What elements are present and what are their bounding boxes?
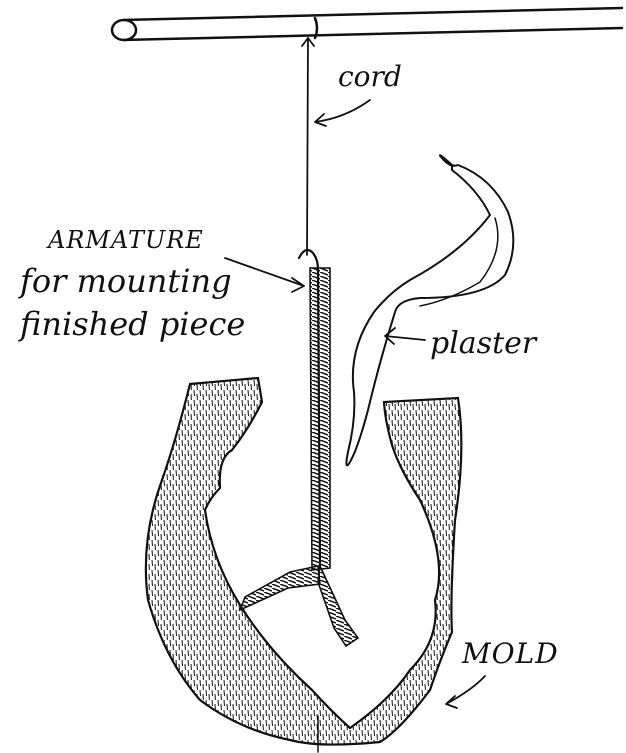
cord-arrow [315, 100, 370, 126]
armature-label-line1: ARMATURE [46, 226, 204, 254]
mold-shape [146, 378, 462, 752]
cord-label: cord [338, 60, 402, 93]
armature-label-line3: finished piece [18, 305, 245, 343]
armature [240, 250, 358, 646]
armature-arrow [225, 258, 304, 292]
cord-line [302, 38, 314, 255]
plaster-arrow [385, 328, 425, 344]
mold-arrow [446, 676, 485, 708]
mold-label: MOLD [461, 637, 559, 670]
hanging-rod [112, 8, 622, 40]
plaster-label: plaster [430, 326, 538, 361]
armature-label-line2: for mounting [18, 262, 232, 300]
